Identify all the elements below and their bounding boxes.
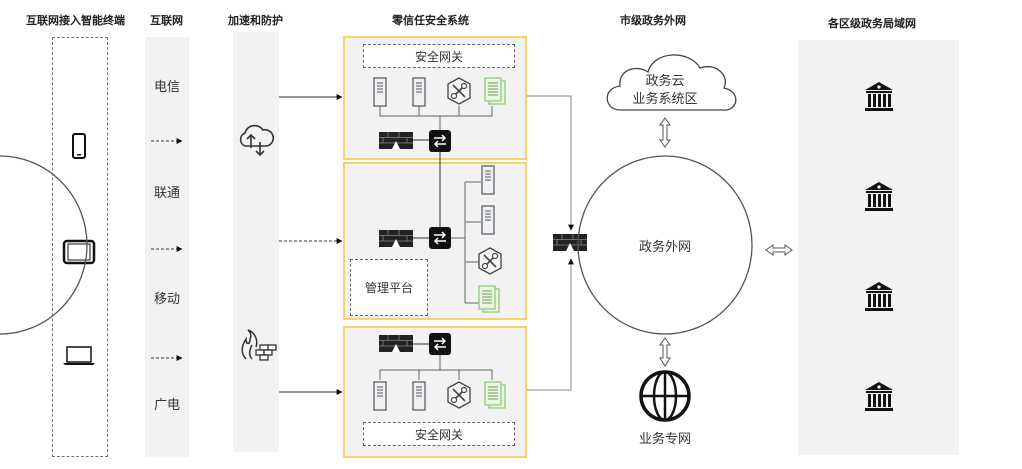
double-arrow-cloud — [659, 117, 671, 148]
column-title-internet: 互联网 — [150, 14, 183, 27]
management-platform-box: 管理平台 — [350, 259, 428, 316]
tablet-icon — [62, 239, 96, 265]
carrier-label-mobile: 移动 — [153, 292, 180, 307]
column-title-zero-trust: 零信任安全系统 — [392, 14, 469, 27]
double-arrow-private — [659, 337, 671, 367]
connector-top-to-firewall — [527, 95, 574, 231]
column-title-district-lan: 各区级政务局域网 — [828, 17, 916, 30]
gov-cloud-line1: 政务云 — [645, 74, 685, 89]
security-gateway-text: 安全网关 — [414, 49, 463, 64]
perimeter-firewall-icon — [552, 233, 588, 252]
gov-cloud-line2: 业务系统区 — [632, 92, 698, 107]
acceleration-panel — [233, 32, 279, 452]
column-title-acceleration: 加速和防护 — [228, 14, 283, 27]
column-title-terminals: 互联网接入智能终端 — [26, 14, 125, 27]
government-building-icon — [862, 380, 896, 414]
laptop-icon — [63, 346, 95, 365]
carrier-label-unicom: 联通 — [153, 186, 180, 201]
firewall-flame-icon — [241, 329, 277, 361]
connector-bottom-to-firewall — [527, 258, 574, 391]
cloud-sync-icon — [239, 124, 275, 157]
zero-trust-unit-top: 安全网关 — [343, 36, 527, 160]
globe-icon — [639, 370, 691, 422]
carrier-label-broadcast: 广电 — [153, 398, 180, 413]
security-gateway-label-bottom: 安全网关 — [363, 422, 515, 446]
carrier-label-telecom: 电信 — [153, 80, 180, 95]
government-building-icon — [862, 180, 896, 214]
government-building-icon — [862, 80, 896, 114]
security-gateway-label-top: 安全网关 — [363, 44, 515, 68]
gov-extranet-label: 政务外网 — [638, 240, 691, 255]
column-title-city-gov-net: 市级政务外网 — [620, 14, 686, 27]
smartphone-icon — [72, 133, 86, 159]
management-platform-text: 管理平台 — [364, 281, 413, 295]
zero-trust-unit-middle: 管理平台 — [343, 162, 527, 320]
government-building-icon — [862, 280, 896, 314]
double-arrow-district — [765, 244, 793, 256]
private-network-label: 业务专网 — [638, 432, 691, 447]
security-gateway-text: 安全网关 — [414, 427, 463, 442]
zero-trust-unit-bottom: 安全网关 — [343, 326, 527, 458]
